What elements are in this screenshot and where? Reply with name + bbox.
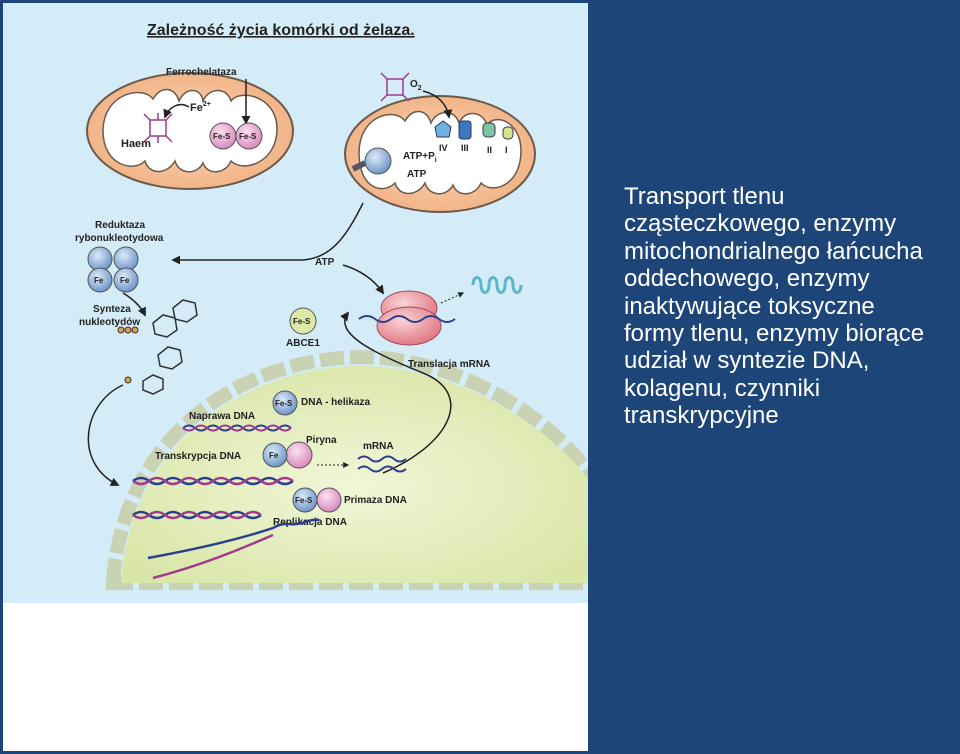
mrna-strand — [357, 465, 407, 473]
helicase-fes-icon — [272, 390, 298, 416]
fes-label: Fe-S — [295, 496, 313, 505]
dna-strand — [132, 510, 262, 520]
reductase-complex — [87, 246, 139, 293]
synthesis-label: nukleotydów — [79, 317, 140, 328]
primase-label: Primaza DNA — [344, 495, 407, 506]
transcription-label: Transkrypcja DNA — [155, 451, 241, 462]
caption-text: Transport tlenu cząsteczkowego, enzymy m… — [624, 183, 925, 430]
piryna-pink-icon — [285, 441, 313, 469]
fe2-label: Fe2+ — [190, 101, 211, 114]
complex-i-label: I — [505, 145, 508, 155]
dna-strand — [182, 424, 292, 432]
fe-label: Fe — [94, 276, 104, 285]
respiratory-chain-complexes — [434, 120, 514, 140]
phosphate-icon — [117, 326, 139, 384]
haem-label: Haem — [121, 138, 151, 150]
complex-ii-label: II — [487, 145, 492, 155]
complex-iv-label: IV — [439, 143, 448, 153]
mrna-strand — [357, 455, 407, 463]
dna-strand — [132, 476, 294, 486]
atp-label: ATP — [407, 169, 427, 180]
piryna-fe-icon — [262, 442, 288, 468]
atp-pi-label: ATP+Pi — [403, 151, 437, 164]
fes-label: Fe-S — [213, 132, 231, 141]
abce1-fes-icon — [289, 307, 317, 335]
atp-label: ATP — [315, 257, 335, 268]
nucleotide-icon — [142, 299, 198, 395]
mitochondrion-left — [86, 72, 294, 190]
abce1-label: ABCE1 — [286, 338, 320, 349]
ferrochelatase-label: Ferrochelataza — [166, 67, 237, 78]
helicase-label: DNA - helikaza — [301, 397, 371, 408]
haem-molecule-icon — [380, 72, 410, 102]
reductase-label: rybonukleotydowa — [75, 233, 164, 244]
replication-label: Replikacja DNA — [273, 517, 347, 528]
figure-title: Zależność życia komórki od żelaza. — [147, 22, 415, 39]
complex-iii-label: III — [461, 143, 469, 153]
mrna-strand — [358, 315, 456, 323]
translation-label: Translacja mRNA — [408, 359, 490, 370]
o2-label: O2 — [410, 79, 422, 92]
fes-label: Fe-S — [275, 399, 293, 408]
primase-pink-icon — [316, 487, 342, 513]
ribosome-icon — [376, 290, 442, 346]
dna-repair-label: Naprawa DNA — [189, 411, 255, 422]
synthesis-label: Synteza — [93, 304, 131, 315]
dna-strand — [147, 518, 320, 560]
piryna-label: Piryna — [306, 435, 337, 446]
mrna-label: mRNA — [363, 441, 394, 452]
fe-label: Fe — [120, 276, 130, 285]
fe-label: Fe — [269, 451, 279, 460]
dna-strand — [152, 533, 274, 580]
nucleus — [105, 350, 588, 590]
dna-strand — [182, 424, 292, 432]
fes-label: Fe-S — [239, 132, 257, 141]
fes-label: Fe-S — [293, 317, 311, 326]
protein-strand — [471, 276, 523, 294]
atp-synthase-icon — [364, 147, 392, 175]
fes-cluster-icon — [235, 122, 263, 150]
haem-molecule-icon — [143, 113, 173, 143]
reductase-label: Reduktaza — [95, 220, 145, 231]
iron-dependence-diagram: Zależność życia komórki od żelaza. Ferro… — [3, 3, 588, 603]
